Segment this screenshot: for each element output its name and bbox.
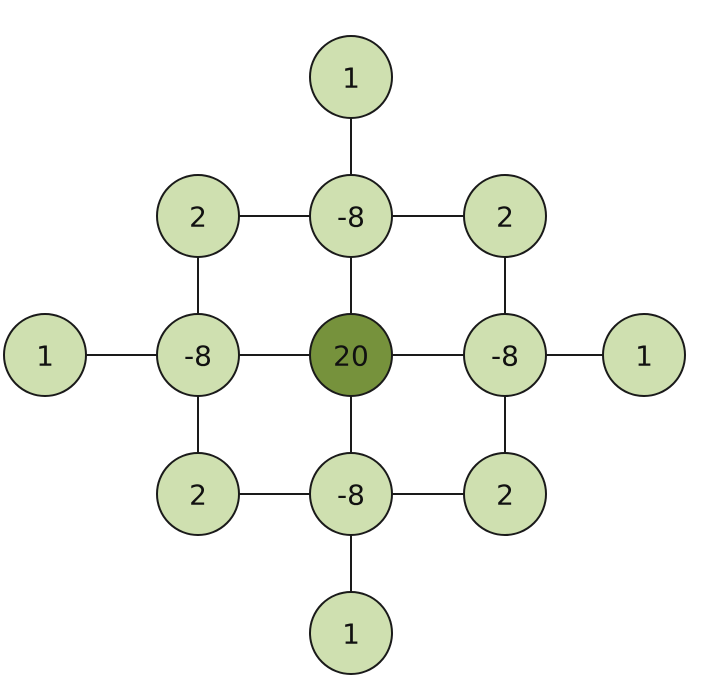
node-label-bottom-far: 1 bbox=[342, 618, 360, 651]
node-label-top-right-diag: 2 bbox=[496, 201, 514, 234]
node-circle-top-near bbox=[309, 174, 393, 258]
node-label-bottom-near: -8 bbox=[337, 479, 365, 512]
node-circle-left-far bbox=[3, 313, 87, 397]
node-circle-top-far bbox=[309, 35, 393, 119]
node-label-bottom-left-diag: 2 bbox=[189, 479, 207, 512]
node-label-bottom-right-diag: 2 bbox=[496, 479, 514, 512]
node-bottom-left-diag: 2 bbox=[156, 452, 240, 536]
node-layer: 1 2 -8 2 1 -8 20 -8 1 2 -8 2 1 bbox=[3, 35, 686, 675]
node-circle-top-left-diag bbox=[156, 174, 240, 258]
node-label-right-far: 1 bbox=[635, 340, 653, 373]
node-left-near: -8 bbox=[156, 313, 240, 397]
node-circle-bottom-far bbox=[309, 591, 393, 675]
node-label-center: 20 bbox=[333, 340, 369, 373]
node-circle-bottom-near bbox=[309, 452, 393, 536]
node-circle-bottom-right-diag bbox=[463, 452, 547, 536]
node-label-right-near: -8 bbox=[491, 340, 519, 373]
node-bottom-near: -8 bbox=[309, 452, 393, 536]
node-top-left-diag: 2 bbox=[156, 174, 240, 258]
node-label-top-left-diag: 2 bbox=[189, 201, 207, 234]
node-bottom-right-diag: 2 bbox=[463, 452, 547, 536]
node-label-left-near: -8 bbox=[184, 340, 212, 373]
node-right-near: -8 bbox=[463, 313, 547, 397]
node-circle-right-near bbox=[463, 313, 547, 397]
node-top-right-diag: 2 bbox=[463, 174, 547, 258]
node-circle-left-near bbox=[156, 313, 240, 397]
node-center: 20 bbox=[309, 313, 393, 397]
node-left-far: 1 bbox=[3, 313, 87, 397]
node-label-left-far: 1 bbox=[36, 340, 54, 373]
node-circle-top-right-diag bbox=[463, 174, 547, 258]
node-right-far: 1 bbox=[602, 313, 686, 397]
node-label-top-near: -8 bbox=[337, 201, 365, 234]
node-top-far: 1 bbox=[309, 35, 393, 119]
node-circle-center bbox=[309, 313, 393, 397]
node-circle-bottom-left-diag bbox=[156, 452, 240, 536]
node-circle-right-far bbox=[602, 313, 686, 397]
node-top-near: -8 bbox=[309, 174, 393, 258]
node-bottom-far: 1 bbox=[309, 591, 393, 675]
node-label-top-far: 1 bbox=[342, 62, 360, 95]
